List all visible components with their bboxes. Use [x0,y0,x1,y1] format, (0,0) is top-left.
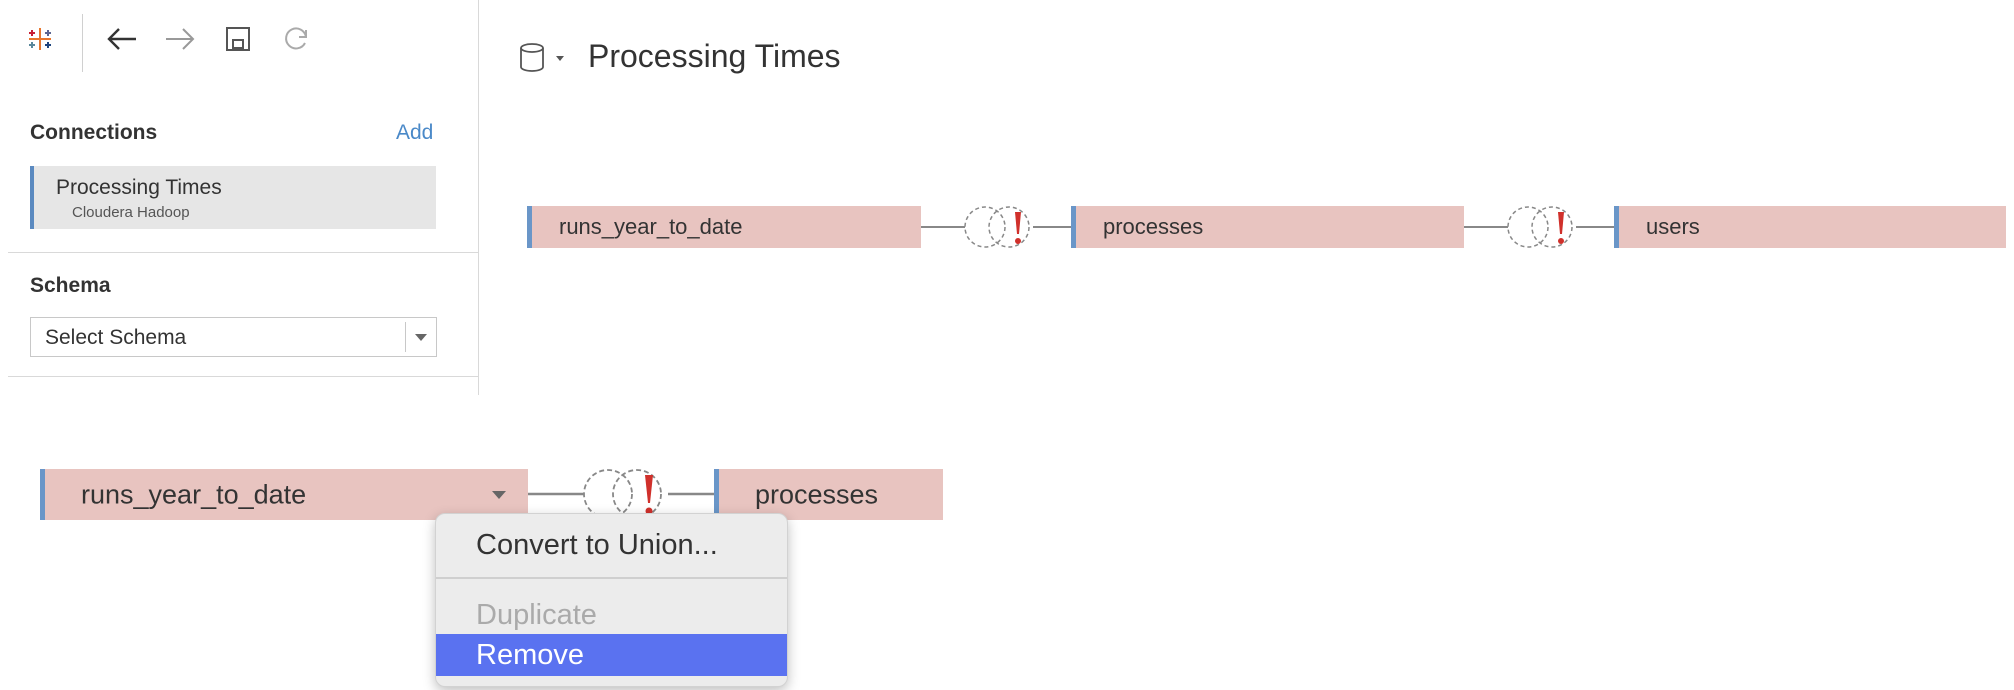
data-source-sidebar: Connections Add Processing Times Clouder… [0,0,479,395]
refresh-icon[interactable] [276,18,316,60]
table-pill-runs-year-to-date[interactable]: runs_year_to_date [527,206,921,248]
table-context-menu: Convert to Union... Duplicate Remove [435,513,788,687]
chevron-down-icon[interactable] [492,491,506,499]
data-source-title[interactable]: Processing Times [588,38,841,74]
database-icon[interactable] [518,42,546,79]
tableau-logo-icon[interactable] [20,18,60,60]
connection-type: Cloudera Hadoop [72,204,190,221]
table-pill-processes[interactable]: processes [714,469,943,520]
schema-heading: Schema [30,274,111,297]
table-pill-processes[interactable]: processes [1071,206,1464,248]
table-name: processes [1103,214,1204,239]
back-arrow-icon[interactable] [102,18,142,60]
table-pill-runs-year-to-date[interactable]: runs_year_to_date [40,469,528,520]
menu-item-duplicate: Duplicate [476,598,597,631]
save-icon[interactable] [218,18,258,60]
menu-item-remove[interactable]: Remove [436,634,787,676]
menu-separator [436,577,787,579]
connections-heading: Connections [30,121,158,144]
connection-name: Processing Times [56,176,222,199]
table-name: processes [755,479,879,509]
add-connection-link[interactable]: Add [396,121,434,144]
chevron-down-icon[interactable] [556,56,564,61]
table-pill-users[interactable]: users [1614,206,2006,248]
chevron-down-icon [415,334,427,341]
schema-select[interactable]: Select Schema [30,317,437,357]
toolbar-divider [82,14,83,72]
table-name: runs_year_to_date [559,214,743,239]
join-warning-icon[interactable] [921,204,1071,250]
join-warning-icon[interactable] [1464,204,1614,250]
select-separator [405,322,406,352]
schema-select-value: Select Schema [45,326,187,349]
section-divider [8,252,478,253]
forward-arrow-icon[interactable] [160,18,200,60]
menu-item-convert-to-union[interactable]: Convert to Union... [476,528,718,561]
table-name: users [1646,214,1700,239]
table-name: runs_year_to_date [81,479,307,509]
join-warning-icon[interactable] [528,466,714,523]
section-divider [8,376,478,377]
connection-item[interactable]: Processing Times Cloudera Hadoop [30,166,436,229]
